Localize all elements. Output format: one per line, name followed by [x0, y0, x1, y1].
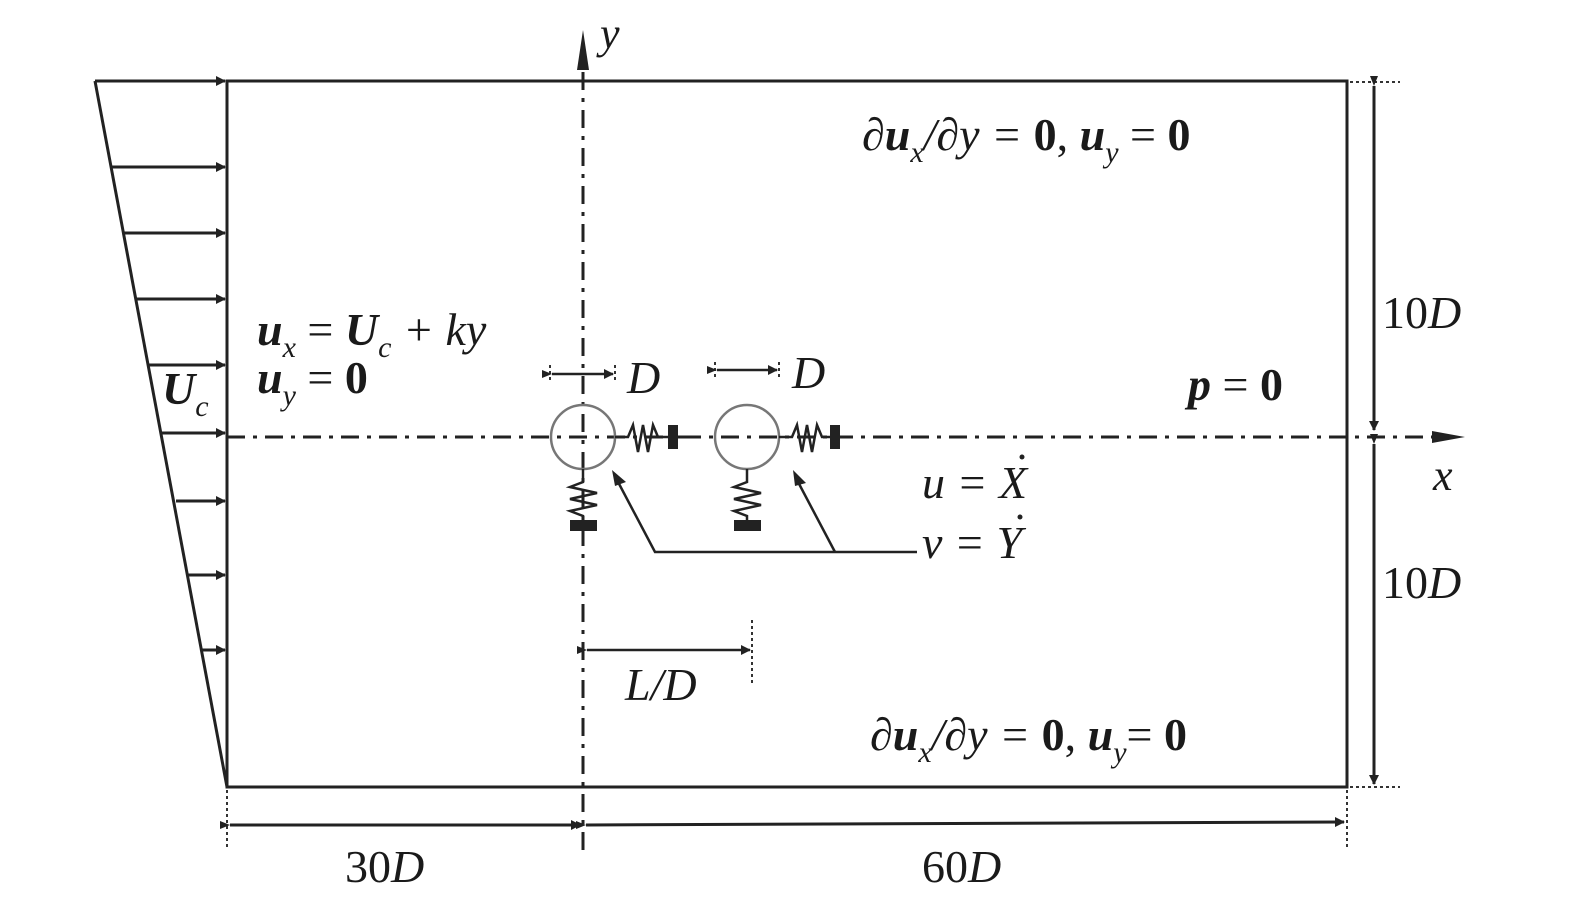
y-dot-mark: [1017, 514, 1023, 520]
inlet-velocity-profile: [93, 76, 229, 788]
inlet-bc-uy: uy = 0: [257, 352, 368, 412]
velocity-bc-u: u = X: [922, 457, 1029, 508]
upstream-length-label: 30D: [345, 841, 424, 892]
upstream-cylinder: [549, 403, 692, 531]
top-boundary-condition: ∂ux/∂y = 0, uy = 0: [862, 109, 1191, 169]
outlet-boundary-condition: p = 0: [1184, 359, 1283, 410]
cylinder2-diameter-label: D: [791, 347, 825, 398]
x-axis-label: x: [1432, 451, 1453, 500]
inlet-velocity-label: Uc: [162, 363, 209, 423]
domain-boundary: [225, 79, 1349, 789]
upper-height-label: 10D: [1382, 287, 1461, 338]
y-axis-label: y: [596, 9, 620, 58]
y-axis-arrow-icon: [577, 30, 589, 70]
velocity-bc-leader: [612, 470, 917, 554]
downstream-length-label: 60D: [922, 841, 1001, 892]
x-dot-mark: [1019, 454, 1025, 460]
spacing-label: L/D: [624, 659, 697, 710]
inlet-bc-ux: ux = Uc + ky: [257, 304, 487, 364]
bottom-boundary-condition: ∂ux/∂y = 0, uy= 0: [870, 709, 1187, 769]
cylinder-diameter-label: D: [626, 352, 660, 403]
downstream-length-dimension: [575, 817, 1345, 830]
downstream-cylinder: [713, 403, 852, 531]
x-axis-arrow-icon: [1432, 431, 1465, 443]
lower-height-label: 10D: [1382, 557, 1461, 608]
velocity-bc-v: v = Y: [922, 517, 1026, 568]
